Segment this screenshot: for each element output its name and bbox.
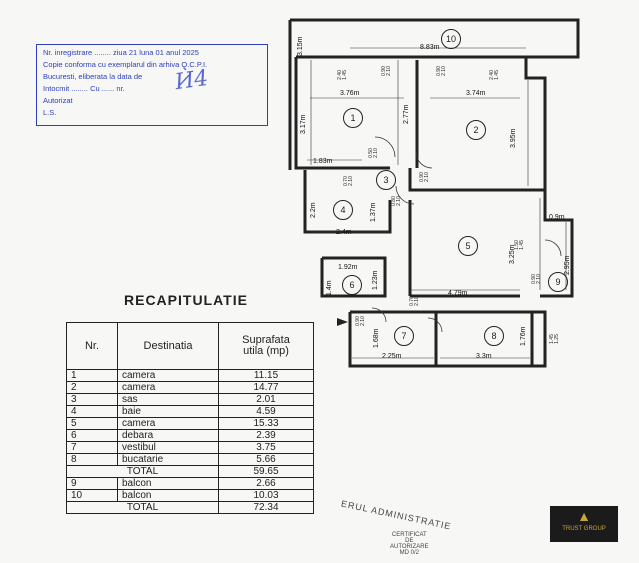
dimension-label: 3.17m: [300, 114, 307, 134]
dimension-label: 2.2m: [310, 202, 317, 218]
entrance-arrow-icon: [337, 318, 348, 326]
room-number: 8: [484, 326, 504, 346]
room-number: 10: [441, 29, 461, 49]
dimension-label: 3.95m: [510, 128, 517, 148]
dimension-label: 1.83m: [313, 158, 333, 165]
room-number: 4: [333, 200, 353, 220]
dimension-label: 3.3m: [476, 353, 492, 360]
recap-title: RECAPITULATIE: [124, 292, 248, 308]
door-label: 2.40 1.45: [488, 70, 500, 80]
dimension-label: 1.68m: [373, 328, 380, 348]
door-label: 0.90 2.10: [530, 274, 542, 284]
dimension-label: 1.23m: [372, 270, 379, 290]
stamp-line: Autorizat: [43, 96, 73, 105]
col-header-nr: Nr.: [66, 322, 118, 370]
room-number: 2: [466, 120, 486, 140]
dimension-label: 2.4m: [336, 229, 352, 236]
trust-group-logo: ▲ TRUST GROUP: [550, 506, 618, 542]
dimension-label: 0.9m: [549, 214, 565, 221]
door-label: 0.90 2.10: [435, 66, 447, 76]
door-label: 0.90 2.10: [380, 66, 392, 76]
door-label: 1.45 1.25: [548, 334, 560, 344]
col-header-destinatia: Destinatia: [117, 322, 219, 370]
room-number: 5: [458, 236, 478, 256]
stamp-line: Intocmit ........ Cu ...... nr.: [43, 84, 125, 93]
dimension-label: 3.74m: [466, 90, 486, 97]
door-label: 2.40 1.45: [336, 70, 348, 80]
door-label: 0.90 2.10: [354, 316, 366, 326]
table-header-row: Nr. Destinatia Suprafata utila (mp): [66, 322, 314, 370]
dimension-label: 2.77m: [403, 104, 410, 124]
door-label: 0.80 2.10: [390, 196, 402, 206]
room-number: 7: [394, 326, 414, 346]
dimension-label: 1.4m: [326, 280, 333, 296]
logo-mark-icon: ▲: [577, 508, 591, 524]
dimension-label: 2.25m: [382, 353, 402, 360]
stamp-line: Nr. inregistrare ........ ziua 21 luna 0…: [43, 48, 199, 57]
door-label: 1.50 1.45: [513, 240, 525, 250]
dimension-label: 1.92m: [338, 264, 358, 271]
stamp-line: Copie conforma cu exemplarul din arhiva …: [43, 60, 208, 69]
dimension-label: 2.95m: [564, 255, 571, 275]
dimension-label: 1.37m: [370, 202, 377, 222]
dimension-label: 4.79m: [448, 290, 468, 297]
dimension-label: 3.76m: [340, 90, 360, 97]
col-header-suprafata: Suprafata utila (mp): [218, 322, 314, 370]
dimension-label: 8.83m: [420, 44, 440, 51]
room-number: 6: [342, 275, 362, 295]
dimension-label: 1.76m: [520, 326, 527, 346]
door-label: 0.90 2.10: [418, 172, 430, 182]
room-number: 1: [343, 108, 363, 128]
door-label: 0.70 2.10: [408, 296, 420, 306]
certificate-stamp: CERTIFICAT DE AUTORIZARE MD 0/2: [390, 532, 429, 556]
registration-stamp: Nr. inregistrare ........ ziua 21 luna 0…: [36, 44, 268, 126]
stamp-line: Bucuresti, eliberata la data de: [43, 72, 143, 81]
door-label: 0.50 2.10: [367, 148, 379, 158]
room-number: 3: [376, 170, 396, 190]
door-label: 0.70 2.10: [342, 176, 354, 186]
dimension-label: 3.15m: [297, 36, 304, 56]
room-number: 9: [548, 272, 568, 292]
stamp-line: L.S.: [43, 108, 57, 117]
